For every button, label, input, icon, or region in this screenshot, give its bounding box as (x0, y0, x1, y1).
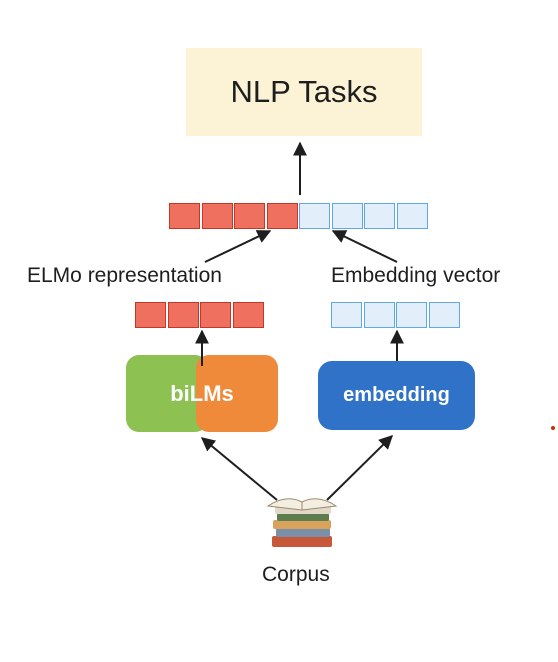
combined-vector-cell-embedding-1 (299, 203, 330, 229)
elmo-vector-cell-2 (167, 302, 199, 328)
arrow-corpus-to-bilms (200, 437, 278, 501)
elmo-vector-cell-3 (200, 302, 231, 328)
embedding-vector-cell-1 (331, 302, 362, 328)
combined-vector-cell-elmo-2 (201, 203, 233, 229)
bilms-backward-lm (196, 355, 278, 432)
combined-vector-cell-elmo-4 (266, 203, 298, 229)
elmo-vector (135, 302, 265, 328)
book-stack-icon (266, 498, 338, 547)
elmo-representation-label: ELMo representation (27, 264, 222, 287)
embedding-vector-cell-3 (396, 302, 427, 328)
combined-vector-cell-elmo-1 (169, 203, 200, 229)
arrow-corpus-to-embedding (326, 435, 393, 501)
embedding-vector-cell-2 (363, 302, 395, 328)
embedding-vector (331, 302, 461, 328)
arrow-elmo-to-combined (204, 230, 272, 263)
nlp-tasks-box: NLP Tasks (186, 48, 422, 136)
combined-vector-cell-embedding-3 (364, 203, 395, 229)
arrow-embedding-to-combined (331, 230, 398, 263)
bilms-forward-lm (126, 355, 208, 432)
elmo-vector-cell-4 (232, 302, 264, 328)
combined-vector-cell-embedding-2 (331, 203, 363, 229)
corpus-label: Corpus (262, 563, 330, 586)
combined-vector-cell-embedding-4 (396, 203, 428, 229)
embedding-vector-cell-4 (428, 302, 460, 328)
embedding-vector-label: Embedding vector (331, 264, 501, 287)
bilms-label: biLMs (170, 380, 234, 406)
combined-vector-cell-elmo-3 (234, 203, 265, 229)
embedding-box: embedding (318, 361, 475, 430)
elmo-vector-cell-1 (135, 302, 166, 328)
combined-vector (169, 203, 429, 229)
stray-dot (551, 426, 555, 430)
